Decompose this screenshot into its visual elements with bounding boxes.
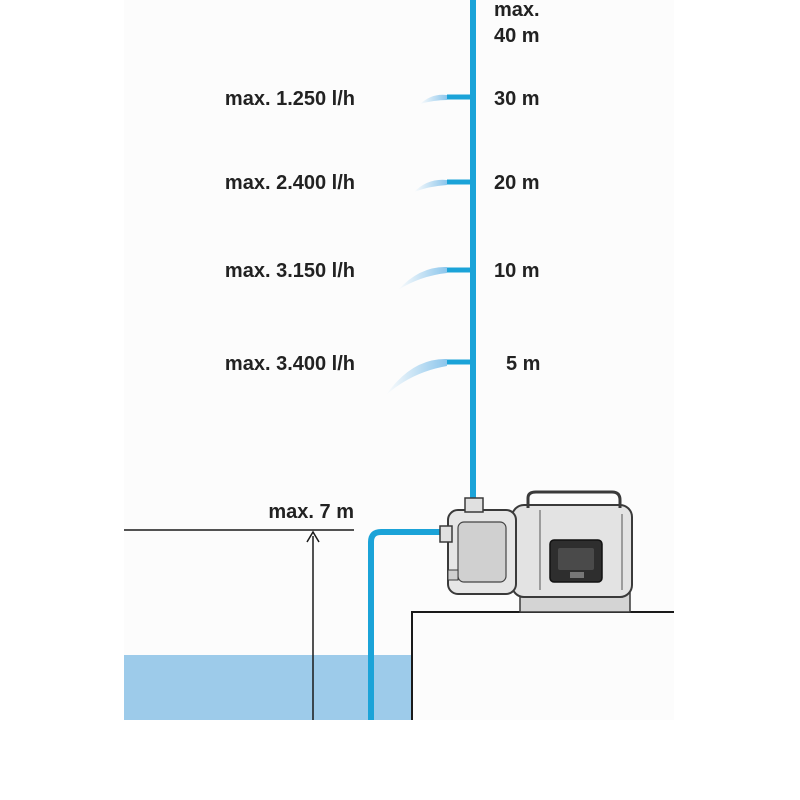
water-reservoir bbox=[124, 655, 412, 720]
pipe-outlets bbox=[447, 94, 473, 365]
suction-pipe bbox=[368, 529, 448, 720]
flow-rate-label-5m: max. 3.400 l/h bbox=[224, 353, 355, 375]
flow-rate-label-20m: max. 2.400 l/h bbox=[224, 172, 355, 194]
top-height-label-line1: max. bbox=[494, 0, 540, 21]
suction-height-label: max. 7 m bbox=[268, 501, 354, 523]
height-label-20m: 20 m bbox=[494, 172, 540, 194]
flow-rate-label-30m: max. 1.250 l/h bbox=[224, 88, 355, 110]
height-label-10m: 10 m bbox=[494, 260, 540, 282]
height-label-30m: 30 m bbox=[494, 88, 540, 110]
spray-5m bbox=[386, 358, 447, 395]
top-height-label-line2: 40 m bbox=[494, 25, 540, 47]
up-arrow-icon bbox=[306, 530, 320, 720]
spray-10m bbox=[398, 266, 447, 290]
flow-rate-label-10m: max. 3.150 l/h bbox=[224, 260, 355, 282]
water-spray-icon bbox=[386, 94, 447, 395]
pump-icon bbox=[439, 490, 633, 613]
spray-30m bbox=[420, 94, 447, 104]
spray-20m bbox=[414, 179, 447, 192]
height-label-5m: 5 m bbox=[506, 353, 541, 375]
